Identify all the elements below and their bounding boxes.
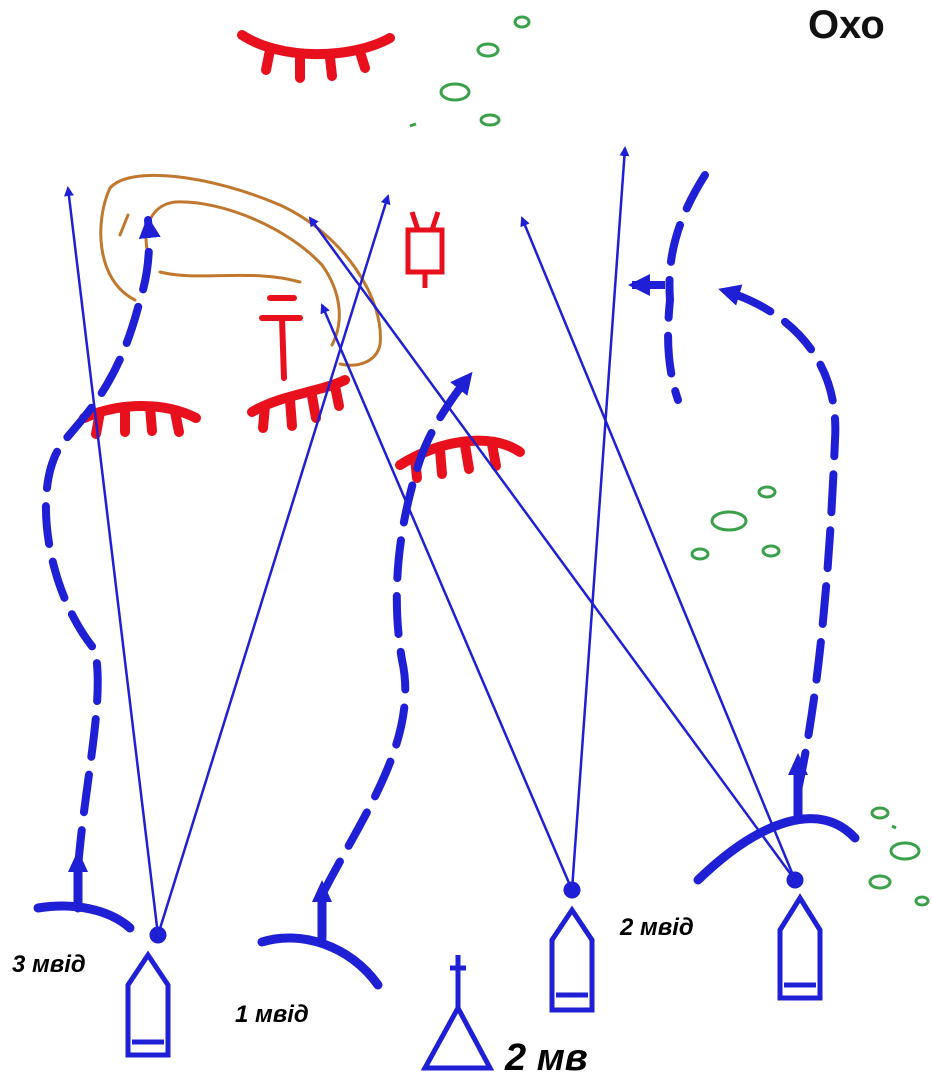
route-3rd-platoon — [41, 216, 161, 872]
route-reserve — [664, 171, 709, 404]
route-1st-platoon — [318, 371, 474, 899]
hill-contour-icon — [99, 173, 382, 367]
enemy-trench-icon — [79, 401, 201, 439]
label-2nd-platoon: 2 мвід — [619, 914, 694, 941]
bushes-icon — [868, 806, 930, 907]
ifv-vehicle-icon — [549, 881, 595, 1013]
deployment-lines — [33, 765, 860, 990]
ifv-vehicle-icon — [125, 926, 171, 1058]
maneuver-routes — [41, 171, 840, 899]
label-company: 2 мв — [504, 1037, 588, 1079]
label-3rd-platoon: 3 мвід — [12, 951, 86, 978]
enemy-antitank-gun-icon — [259, 295, 303, 381]
enemy-trench-icon — [237, 30, 395, 83]
enemy-trench-icon — [247, 375, 350, 433]
enemy-tank-icon — [405, 211, 445, 288]
route-2nd-platoon-flank — [718, 284, 840, 794]
bushes-icon — [409, 15, 531, 128]
diagram-title: Охо — [808, 3, 885, 47]
label-1st-platoon: 1 мвід — [235, 1001, 309, 1028]
ifv-vehicle-icon — [777, 871, 823, 1001]
company-command-post-icon — [420, 955, 495, 1071]
fire-lines — [63, 146, 797, 936]
bushes-icon — [690, 485, 781, 561]
